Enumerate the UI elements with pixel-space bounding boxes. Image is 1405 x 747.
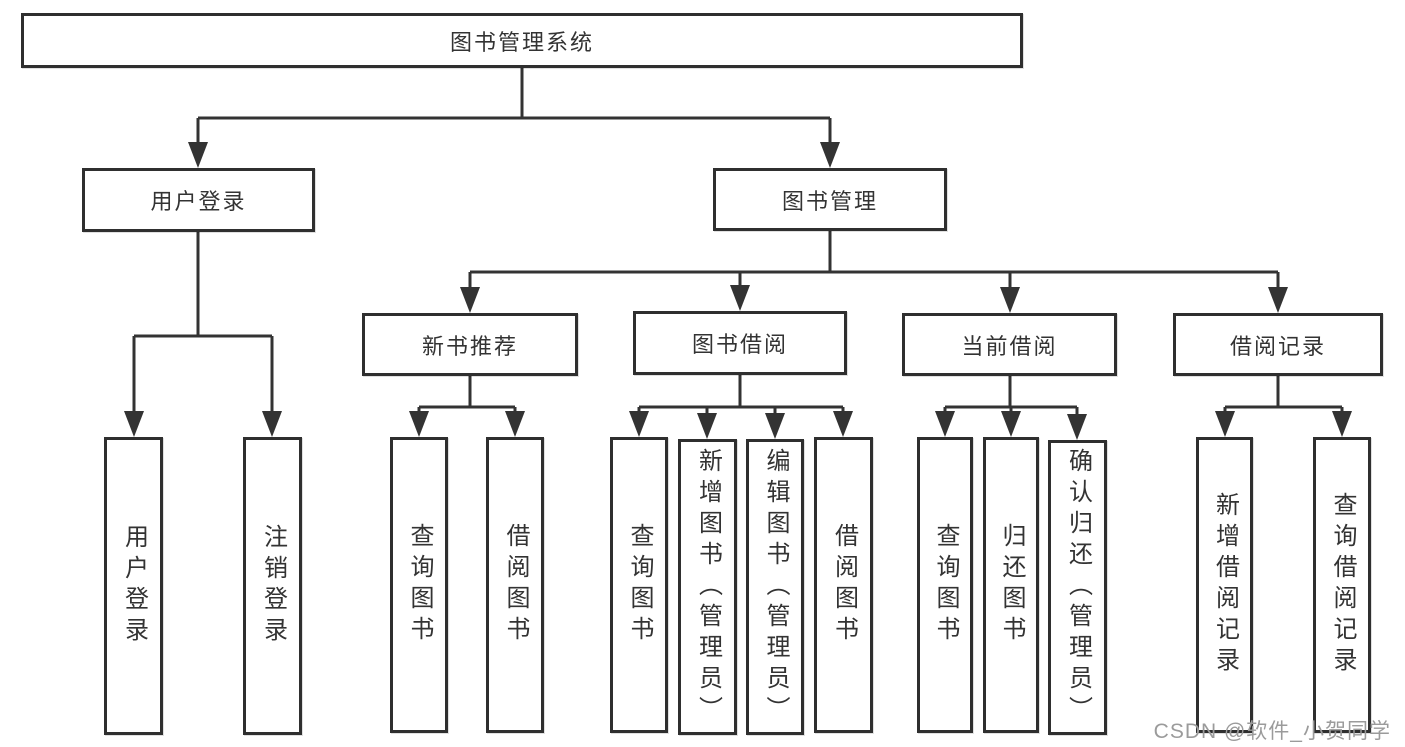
connector-path-3 [417, 376, 517, 417]
node-leaf-logout: 注销登录 [243, 437, 302, 735]
watermark-text: CSDN @软件_小贺同学 [1153, 720, 1391, 743]
arrowhead-icon [697, 413, 717, 439]
node-leaf-nbr-query: 查询图书 [390, 437, 448, 733]
connector-path-0 [196, 68, 832, 148]
node-label-leaf-bb-borrow: 借阅图书 [830, 523, 858, 647]
arrowhead-icon [629, 411, 649, 437]
node-leaf-br-query: 查询借阅记录 [1313, 437, 1371, 733]
node-borrow-records: 借阅记录 [1173, 313, 1383, 376]
node-user-login: 用户登录 [82, 168, 315, 232]
node-label-leaf-bb-query: 查询图书 [626, 523, 653, 647]
arrowhead-icon [1332, 411, 1352, 437]
node-book-borrow: 图书借阅 [633, 311, 847, 375]
node-label-borrow-records: 借阅记录 [1229, 333, 1326, 359]
node-label-leaf-br-add: 新增借阅记录 [1211, 492, 1239, 678]
arrowhead-icon [505, 411, 525, 437]
node-new-book-rec: 新书推荐 [362, 313, 578, 376]
node-current-borrow: 当前借阅 [902, 313, 1117, 376]
node-label-current-borrow: 当前借阅 [961, 333, 1058, 359]
node-leaf-user-login: 用户登录 [104, 437, 163, 735]
node-label-leaf-nbr-borrow: 借阅图书 [502, 523, 529, 647]
arrowhead-icon [188, 142, 208, 168]
arrowhead-icon [409, 411, 429, 437]
arrowhead-icon [1215, 411, 1235, 437]
node-label-leaf-logout: 注销登录 [259, 524, 287, 648]
arrowhead-icon [935, 411, 955, 437]
node-label-leaf-cb-query: 查询图书 [932, 523, 959, 647]
node-leaf-cb-return: 归还图书 [983, 437, 1039, 733]
connector-path-4 [637, 375, 845, 419]
node-book-mgmt: 图书管理 [713, 168, 947, 231]
node-label-root: 图书管理系统 [449, 29, 594, 55]
node-label-book-mgmt: 图书管理 [781, 188, 878, 214]
arrowhead-icon [1000, 287, 1020, 313]
arrowhead-icon [765, 413, 785, 439]
arrowhead-icon [124, 411, 144, 437]
node-label-leaf-cb-return: 归还图书 [998, 523, 1025, 647]
node-leaf-bb-query: 查询图书 [610, 437, 668, 733]
node-label-leaf-nbr-query: 查询图书 [406, 523, 433, 647]
arrowhead-icon [1268, 287, 1288, 313]
node-label-user-login: 用户登录 [150, 189, 247, 214]
node-label-leaf-bb-edit: 编辑图书（管理员） [762, 447, 789, 727]
node-label-leaf-cb-confirm: 确认归还（管理员） [1064, 448, 1092, 727]
node-label-leaf-user-login: 用户登录 [120, 524, 148, 648]
node-leaf-nbr-borrow: 借阅图书 [486, 437, 544, 733]
node-leaf-bb-borrow: 借阅图书 [814, 437, 873, 733]
arrowhead-icon [1067, 414, 1087, 440]
node-label-new-book-rec: 新书推荐 [421, 333, 518, 359]
arrowhead-icon [820, 142, 840, 168]
arrowhead-icon [460, 287, 480, 313]
node-root: 图书管理系统 [21, 13, 1023, 68]
arrowhead-icon [1001, 411, 1021, 437]
arrowhead-icon [833, 411, 853, 437]
connector-path-2 [468, 231, 1280, 293]
node-leaf-bb-edit: 编辑图书（管理员） [746, 439, 804, 735]
arrowhead-icon [262, 411, 282, 437]
connector-path-6 [1223, 376, 1344, 417]
node-leaf-cb-confirm: 确认归还（管理员） [1048, 440, 1107, 735]
node-leaf-cb-query: 查询图书 [917, 437, 973, 733]
arrowhead-icon [730, 285, 750, 311]
connector-path-1 [132, 232, 274, 417]
node-label-leaf-bb-add: 新增图书（管理员） [694, 447, 722, 727]
node-label-leaf-br-query: 查询借阅记录 [1329, 492, 1356, 678]
node-leaf-br-add: 新增借阅记录 [1196, 437, 1253, 733]
node-label-book-borrow: 图书借阅 [691, 332, 788, 357]
node-leaf-bb-add: 新增图书（管理员） [678, 439, 737, 735]
